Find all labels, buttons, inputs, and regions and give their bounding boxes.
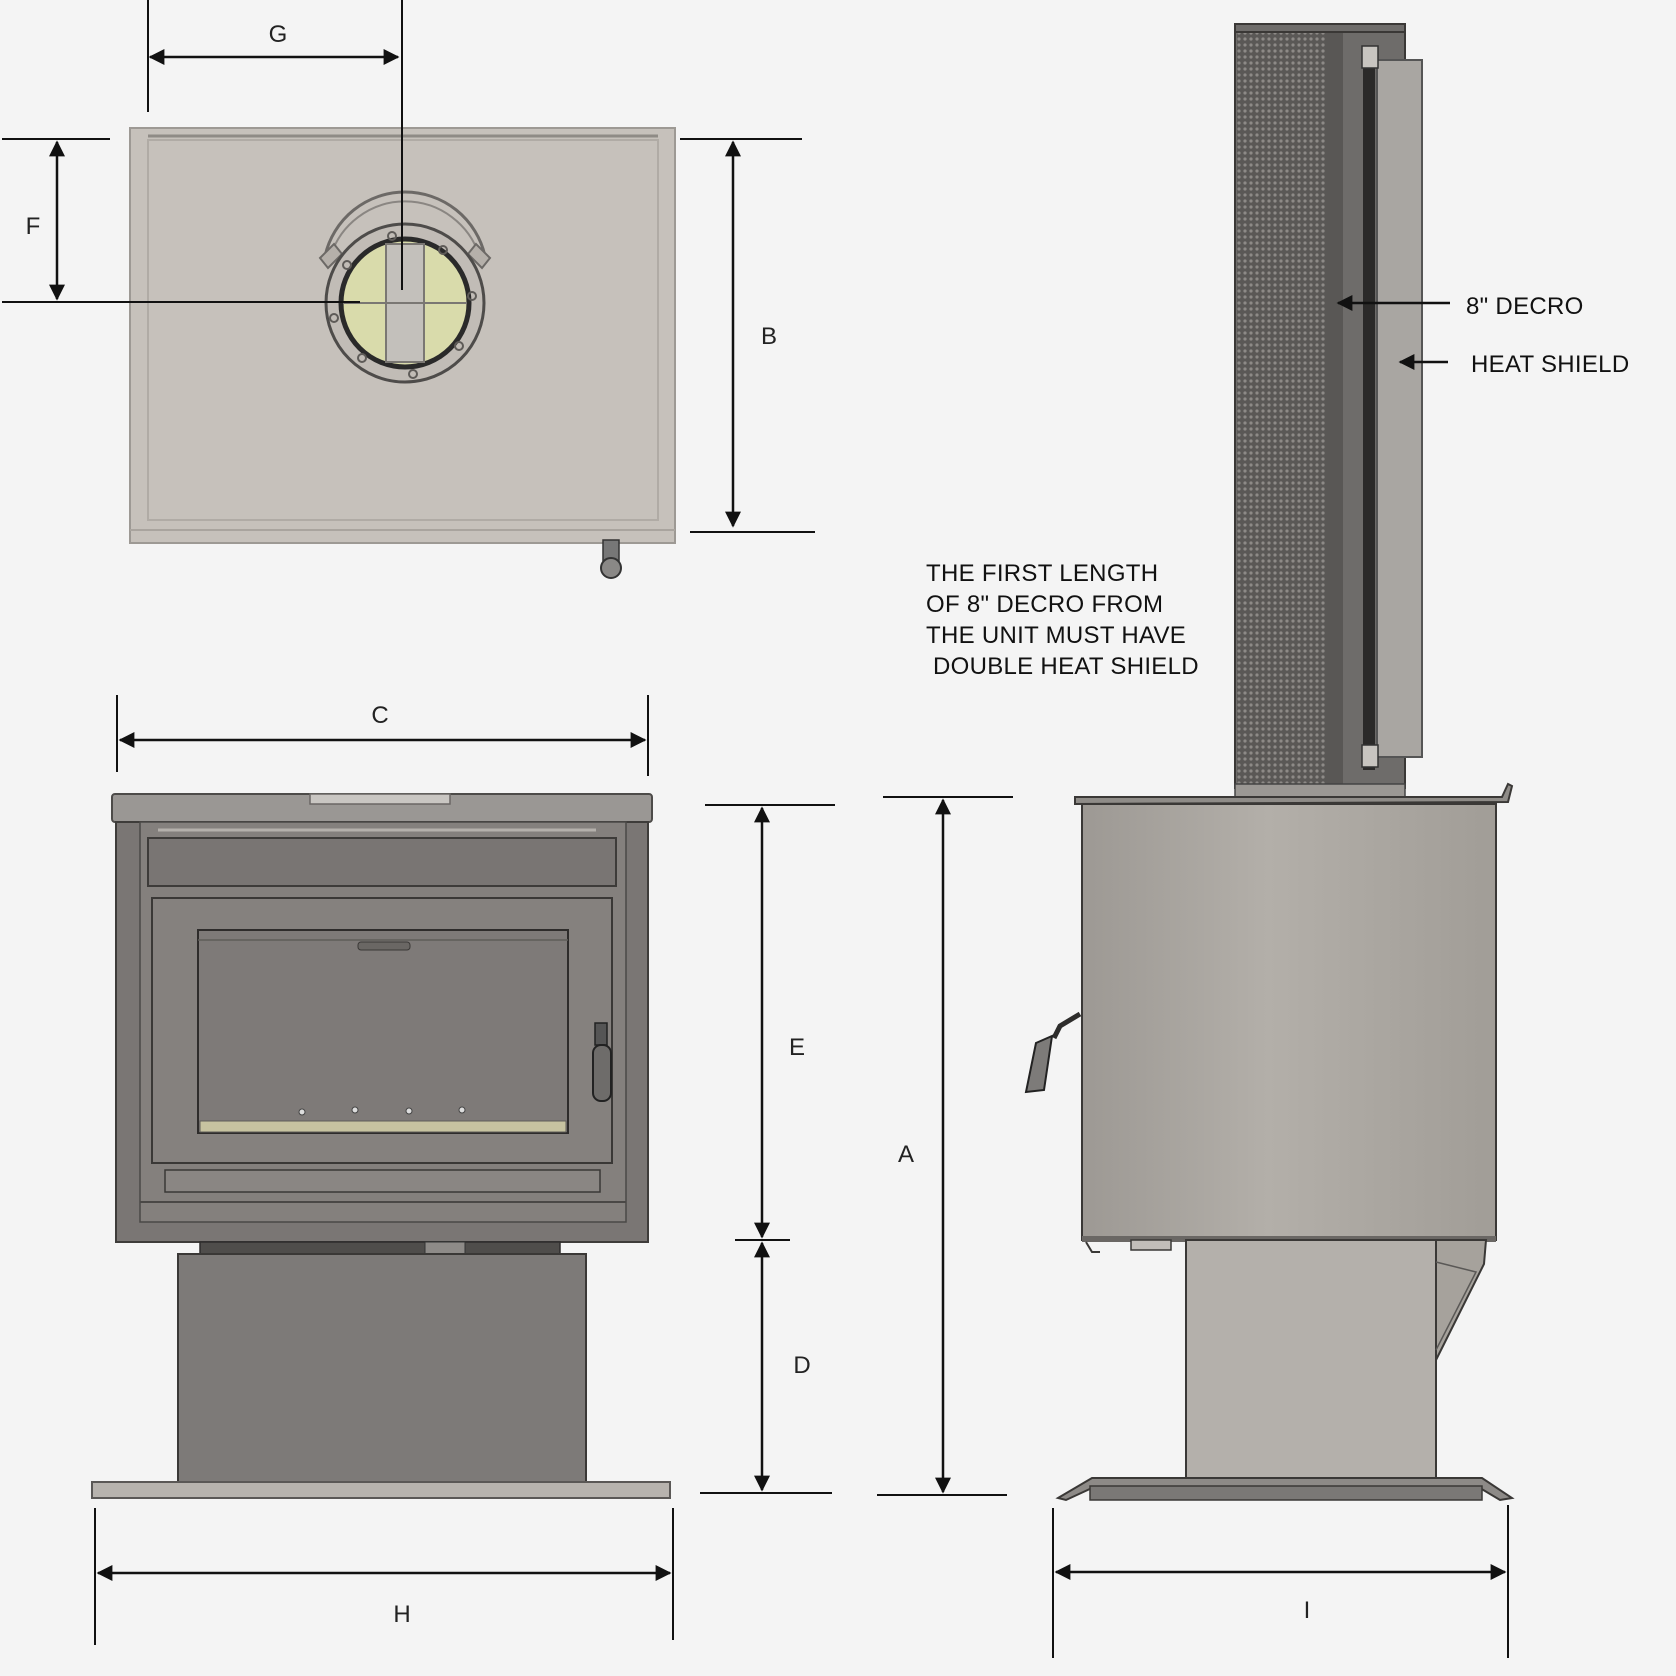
dimension-g: G	[147, 0, 403, 290]
dimension-h: H	[94, 1508, 674, 1645]
heat-shield	[1376, 59, 1423, 758]
label-a: A	[898, 1141, 914, 1168]
note-line-1: THE FIRST LENGTH	[926, 560, 1158, 587]
side-body	[1081, 803, 1497, 1241]
label-i: I	[1304, 1597, 1311, 1624]
label-g: G	[269, 21, 288, 48]
front-base-plate	[91, 1481, 671, 1499]
note-line-3: THE UNIT MUST HAVE	[926, 622, 1186, 649]
side-view	[1024, 23, 1515, 1502]
dimension-f: F	[2, 138, 360, 303]
label-f: F	[26, 213, 41, 240]
note-line-2: OF 8" DECRO FROM	[926, 591, 1163, 618]
label-c: C	[371, 702, 388, 729]
installation-note: THE FIRST LENGTH OF 8" DECRO FROM THE UN…	[926, 560, 1199, 680]
inner-heat-shield	[1363, 46, 1375, 770]
front-pedestal-rail	[199, 1241, 561, 1255]
dimension-e: E	[705, 804, 835, 1241]
front-glass	[197, 929, 569, 1134]
dimension-i: I	[1052, 1505, 1509, 1658]
front-upper-panel	[147, 837, 617, 887]
side-base-plate	[1055, 1477, 1515, 1502]
side-door-handle	[1024, 1011, 1082, 1094]
front-door-handle	[592, 1022, 612, 1102]
callout-decro-label: 8" DECRO	[1466, 293, 1584, 320]
label-b: B	[761, 323, 777, 350]
dimension-b: B	[680, 138, 815, 533]
side-top-plate	[1074, 782, 1514, 806]
label-h: H	[393, 1601, 410, 1628]
callout-decro: 8" DECRO	[1336, 293, 1584, 320]
front-view	[91, 793, 671, 1499]
callout-heat-shield-label: HEAT SHIELD	[1471, 351, 1629, 378]
side-pedestal	[1185, 1239, 1437, 1479]
dimension-a: A	[877, 796, 1013, 1496]
callout-heat-shield: HEAT SHIELD	[1398, 351, 1629, 378]
label-e: E	[789, 1034, 805, 1061]
label-d: D	[793, 1352, 810, 1379]
top-view-handle	[600, 539, 622, 579]
note-line-4: DOUBLE HEAT SHIELD	[926, 653, 1199, 680]
dimension-c: C	[116, 695, 649, 776]
front-pedestal	[177, 1253, 587, 1483]
flue-mesh	[1237, 32, 1325, 784]
dimension-d: D	[700, 1241, 832, 1494]
flue-collar	[318, 190, 492, 384]
